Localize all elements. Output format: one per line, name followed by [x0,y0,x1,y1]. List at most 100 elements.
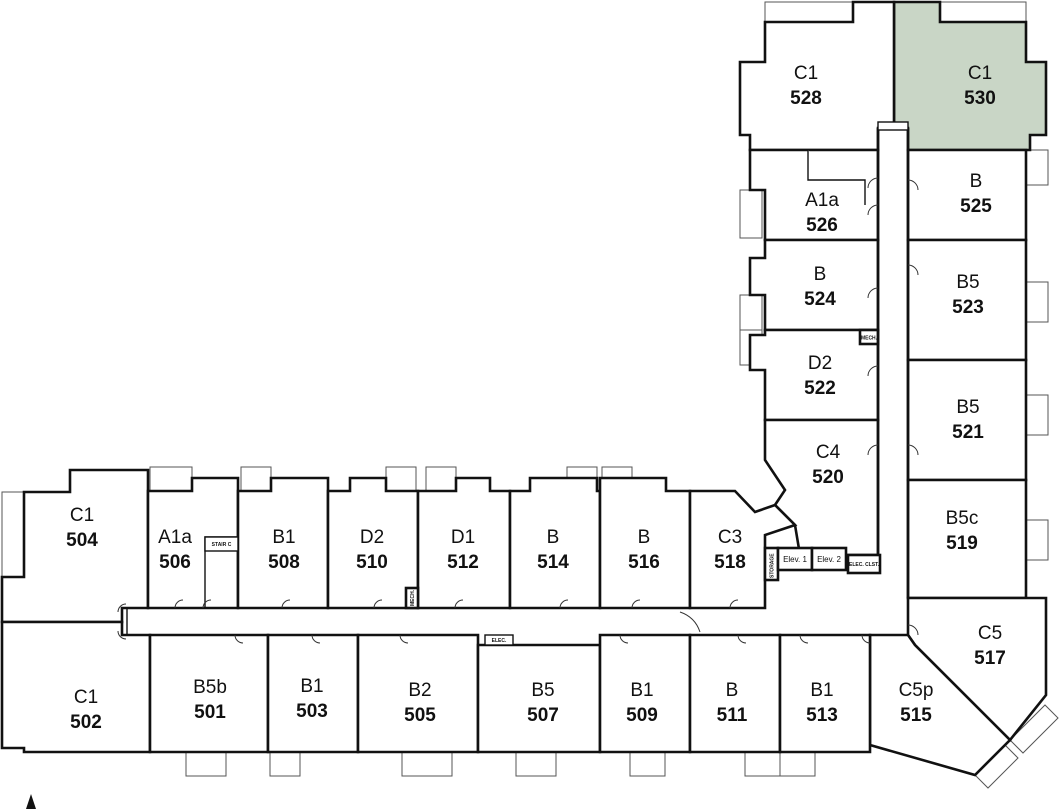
unit-number-label: 515 [900,705,932,726]
unit-type-label: C5p [899,680,934,701]
unit-number-label: 512 [447,552,479,573]
unit-type-label: B5c [946,508,979,529]
unit-type-label: B [638,527,651,548]
unit-type-label: B [970,171,983,192]
unit-number-label: 524 [804,289,836,310]
unit-510[interactable]: D2 510 [326,476,420,610]
unit-type-label: B5 [531,680,554,701]
unit-509[interactable]: B1 509 [598,633,692,754]
corridor [121,121,910,635]
unit-type-label: B5 [956,272,979,293]
unit-number-label: 504 [66,530,98,551]
unit-503[interactable]: B1 503 [266,633,360,754]
unit-type-label: D1 [451,527,475,548]
unit-type-label: B [814,264,827,285]
unit-number-label: 521 [952,422,984,443]
unit-type-label: A1a [805,190,839,211]
unit-type-label: B5b [193,677,227,698]
unit-number-label: 526 [806,215,838,236]
unit-521[interactable]: B5 521 [906,358,1028,482]
unit-type-label: A1a [158,527,192,548]
unit-number-label: 522 [804,378,836,399]
unit-type-label: B1 [810,680,833,701]
unit-type-label: C1 [70,505,94,526]
elec-room: ELEC. [484,634,514,646]
unit-type-label: C1 [74,687,98,708]
unit-505[interactable]: B2 505 [356,633,480,754]
svg-text:Elev. 1: Elev. 1 [783,555,807,564]
unit-501[interactable]: B5b 501 [148,633,270,754]
unit-type-label: B1 [300,676,323,697]
svg-text:Elev. 2: Elev. 2 [817,555,841,564]
unit-506[interactable]: A1a 506 [146,476,240,610]
unit-type-label: C1 [794,63,818,84]
unit-number-label: 525 [960,196,992,217]
unit-502[interactable]: C1 502 [0,620,152,754]
electrical-closet: ELEC. CLST. [846,553,882,575]
unit-528[interactable]: C1 528 [738,0,896,152]
unit-type-label: C5 [978,623,1002,644]
unit-type-label: C3 [718,527,742,548]
unit-519[interactable]: B5c 519 [906,478,1028,600]
unit-number-label: 530 [964,88,996,109]
unit-504[interactable]: C1 504 [0,468,150,624]
door-swings [117,177,919,644]
storage-room: STORAGE [763,546,780,582]
unit-number-label: 511 [717,705,748,726]
north-arrow-icon [26,794,36,809]
unit-number-label: 516 [628,552,660,573]
unit-number-label: 506 [159,552,191,573]
svg-text:ELEC.: ELEC. [492,638,507,644]
unit-513[interactable]: B1 513 [778,633,872,754]
svg-text:MECH.: MECH. [861,336,878,342]
unit-number-label: 508 [268,552,300,573]
unit-507[interactable]: B5 507 [476,643,602,754]
unit-512[interactable]: D1 512 [416,476,512,610]
elevator-1: Elev. 1 [776,546,814,572]
unit-number-label: 519 [946,533,978,554]
elevator-2: Elev. 2 [810,546,848,572]
unit-523[interactable]: B5 523 [906,238,1028,362]
unit-number-label: 513 [806,705,838,726]
unit-number-label: 528 [790,88,822,109]
unit-number-label: 507 [527,705,559,726]
unit-type-label: B [726,680,739,701]
unit-number-label: 505 [404,705,436,726]
stair-c: STAIR C [204,536,239,552]
svg-text:STORAGE: STORAGE [770,553,776,578]
mech-room-east: MECH. [858,328,880,346]
unit-number-label: 523 [952,297,984,318]
unit-524[interactable]: B 524 [748,238,880,332]
unit-516[interactable]: B 516 [598,476,692,610]
mech-room-north: MECH. [404,586,420,610]
unit-522[interactable]: D2 522 [748,328,880,422]
svg-text:MECH.: MECH. [410,589,416,606]
unit-type-label: D2 [808,353,832,374]
unit-number-label: 518 [714,552,746,573]
unit-number-label: 510 [356,552,388,573]
unit-518[interactable]: C3 518 [688,489,798,610]
unit-525[interactable]: B 525 [906,148,1028,242]
unit-type-label: C4 [816,442,841,463]
unit-type-label: B [547,527,560,548]
unit-type-label: C1 [968,63,992,84]
unit-514[interactable]: B 514 [508,476,602,610]
unit-type-label: B1 [272,527,295,548]
unit-type-label: B2 [408,680,431,701]
svg-text:STAIR C: STAIR C [212,542,232,548]
unit-520[interactable]: C4 520 [763,418,880,557]
unit-type-label: D2 [360,527,384,548]
unit-530[interactable]: C1 530 [892,0,1048,152]
unit-number-label: 501 [194,702,226,723]
unit-508[interactable]: B1 508 [236,476,330,610]
unit-number-label: 502 [70,712,102,733]
unit-type-label: B5 [956,397,979,418]
unit-number-label: 520 [812,467,844,488]
unit-number-label: 514 [537,552,569,573]
unit-number-label: 517 [974,648,1006,669]
unit-number-label: 509 [626,705,658,726]
svg-text:ELEC. CLST.: ELEC. CLST. [849,562,880,568]
unit-511[interactable]: B 511 [688,633,782,754]
unit-526[interactable]: A1a 526 [748,148,880,242]
